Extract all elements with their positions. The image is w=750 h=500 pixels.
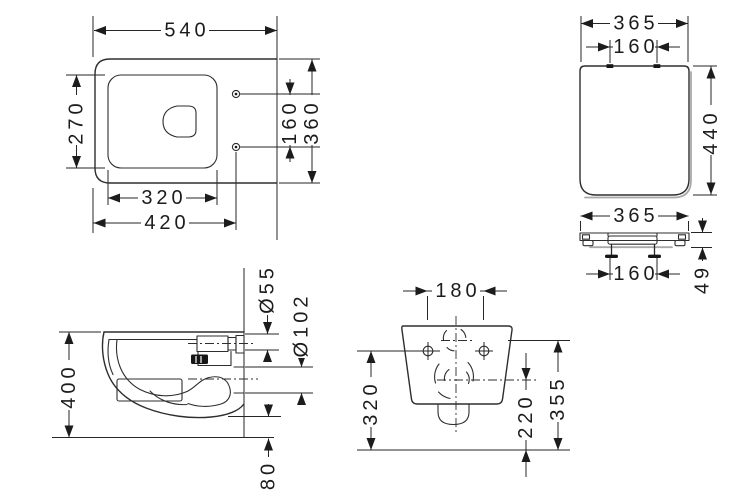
svg-text:220: 220 [515,393,537,438]
svg-text:160: 160 [613,263,658,285]
dimension-lines [64,315,306,457]
svg-text:270: 270 [66,99,88,144]
side-height-label: 400 [58,360,80,410]
svg-text:365: 365 [613,13,658,35]
toilet-rear-body [401,325,513,426]
dim-width-label: 360 [301,95,323,145]
dim-bowl-width-label: 270 [66,95,88,145]
outlet-stub [437,403,470,426]
extension-lines [580,221,712,280]
extension-lines [59,331,313,417]
extension-lines [357,296,570,352]
dim-depth-label: 540 [161,20,209,42]
svg-text:355: 355 [547,375,569,420]
seat-width-label: 365 [610,13,658,35]
svg-text:180: 180 [435,280,480,302]
seat-shadow [584,71,692,199]
rear-hole-spacing-label: 180 [432,280,480,302]
drain-outline [162,105,197,138]
hidden-inlet-arcs [442,328,467,352]
svg-text:Ø102: Ø102 [291,293,313,358]
toilet-outline-top [94,58,278,184]
toilet-rear-view: 180 320 220 355 [357,280,570,477]
fixing-holes [231,89,241,152]
seat-length-label: 440 [700,105,722,155]
seat-bolt-spacing-label: 160 [613,263,658,285]
seat-profile-width-label: 365 [610,205,658,227]
toilet-top-view: 540 270 160 360 320 420 [66,16,323,240]
svg-text:440: 440 [700,109,722,154]
clearance-below-label: 80 [258,457,280,493]
svg-text:400: 400 [58,363,80,408]
dim-front-to-holes-label: 420 [141,212,189,234]
seat-outline-top [579,65,690,196]
svg-text:365: 365 [613,205,658,227]
dim-hole-spacing-label: 160 [279,95,301,145]
seat-profile [579,232,690,258]
seat-hinge-spacing-label: 160 [613,36,658,58]
svg-text:160: 160 [613,36,658,58]
rear-hole-height-label: 320 [360,377,382,427]
svg-text:420: 420 [144,212,189,234]
seat-hinge-marks [606,64,661,68]
seat-bolts [605,244,661,258]
hidden-outlet-arcs [434,361,474,400]
extension-lines [580,16,717,196]
svg-text:Ø55: Ø55 [257,264,279,314]
svg-text:360: 360 [301,99,323,144]
seat-front-view: 365 160 49 [579,205,714,297]
inlet-pipe [191,334,245,367]
fixing-holes-rear [422,342,493,360]
dimension-lines [366,286,563,477]
bowl-rim-top [107,74,218,169]
svg-text:540: 540 [164,20,209,42]
svg-text:320: 320 [141,187,186,209]
rear-inlet-height-label: 355 [547,372,569,422]
seat-top-view: 365 160 440 [579,13,722,199]
extension-lines [66,16,320,240]
inlet-diameter-label: Ø55 [257,263,279,315]
seat-height-label: 49 [692,261,714,297]
outlet-diameter-label: Ø102 [291,292,313,358]
toilet-side-view: 400 Ø55 Ø102 80 [52,263,313,493]
dim-bowl-length-label: 320 [138,187,186,209]
svg-text:80: 80 [258,460,280,490]
svg-text:160: 160 [279,99,301,144]
rear-outlet-height-label: 220 [515,390,537,440]
svg-text:320: 320 [360,380,382,425]
svg-text:49: 49 [692,264,714,294]
toilet-side-body [101,331,258,419]
